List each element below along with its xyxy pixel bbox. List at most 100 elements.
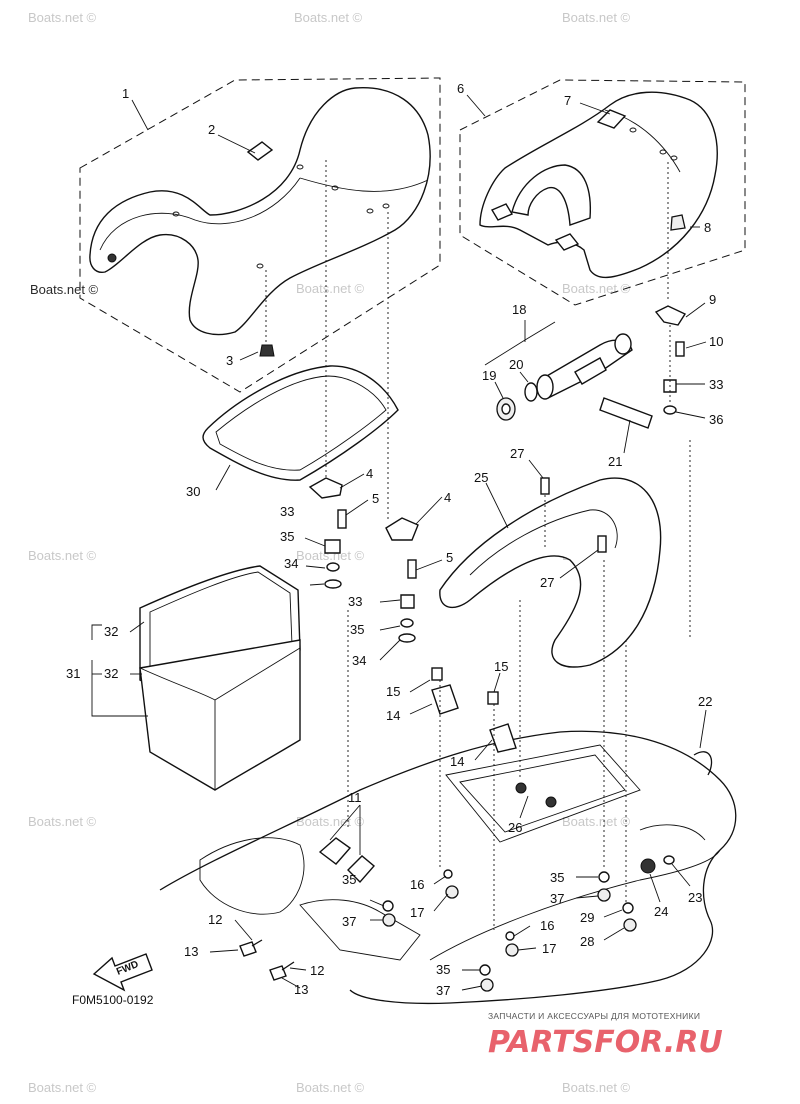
- callout-8: 8: [704, 220, 711, 235]
- rear-seat-strap: [596, 109, 627, 129]
- part-37-nut-right: [597, 888, 611, 902]
- hose-inlet: [536, 374, 554, 400]
- callout-33-left: 33: [280, 504, 294, 519]
- watermark: Boats.net ©: [562, 1080, 631, 1095]
- part-4-bracket-left: [308, 477, 343, 499]
- watermark: Boats.net ©: [28, 814, 97, 829]
- seat-hole: [331, 185, 339, 191]
- seat-hole: [296, 164, 304, 170]
- hose-clamp: [574, 357, 607, 385]
- callout-32-bottom: 32: [104, 666, 118, 681]
- callout-5-left: 5: [372, 491, 379, 506]
- part-28-nut: [623, 918, 637, 932]
- callout-17-right: 17: [542, 941, 556, 956]
- watermark: Boats.net ©: [296, 281, 365, 296]
- callout-33-right: 33: [348, 594, 362, 609]
- hull-edge: [429, 849, 721, 961]
- part-5-bolt-right: [407, 559, 417, 579]
- front-seat-crease: [99, 177, 301, 251]
- front-seat-crease: [299, 177, 429, 192]
- callout-20: 20: [509, 357, 523, 372]
- hull-opening: [445, 744, 641, 843]
- callout-12-left: 12: [208, 912, 222, 927]
- seat-hole: [256, 263, 264, 269]
- part-20-ring: [524, 382, 538, 402]
- callout-26: 26: [508, 820, 522, 835]
- part-33-nut-left: [324, 539, 341, 554]
- front-seat-knob: [107, 253, 117, 263]
- gasket-inner: [215, 375, 387, 471]
- watermark: Boats.net ©: [294, 10, 363, 25]
- callout-6: 6: [457, 81, 464, 96]
- seat-hole: [382, 203, 390, 209]
- hull-opening-inner: [459, 754, 626, 833]
- rear-seat-tab: [490, 203, 514, 221]
- part-34-washer-left: [324, 579, 342, 589]
- part-13-nut-right: [269, 965, 287, 981]
- callout-35-right-lower: 35: [550, 870, 564, 885]
- hose-assembly: [496, 333, 633, 421]
- part-15-bolt-right: [487, 691, 499, 705]
- part-27-bolt-right: [597, 535, 607, 553]
- callout-17-left: 17: [410, 905, 424, 920]
- watermark: Boats.net ©: [28, 1080, 97, 1095]
- rear-seat-assembly: [459, 79, 746, 306]
- part-17-nut-left: [445, 885, 459, 899]
- hull-edge: [639, 824, 706, 841]
- callout-5-right: 5: [446, 550, 453, 565]
- watermark: Boats.net ©: [296, 814, 365, 829]
- callout-7: 7: [564, 93, 571, 108]
- watermark: Boats.net ©: [296, 1080, 365, 1095]
- part-35-washer-lower: [382, 900, 394, 912]
- part-34-washer-right: [398, 633, 416, 643]
- storage-box: [139, 565, 301, 791]
- callout-30: 30: [186, 484, 200, 499]
- fwd-arrow: FWD: [92, 953, 153, 992]
- part-37-nut-lower: [382, 913, 396, 927]
- hull-hardware: [239, 667, 713, 992]
- part-8-damper: [670, 214, 686, 231]
- part-14-mount-right: [489, 723, 517, 753]
- part-11-mount-left: [318, 837, 352, 865]
- leader-lines: [91, 94, 707, 991]
- part-4-bracket-right: [385, 517, 419, 541]
- part-24-nut: [640, 858, 656, 874]
- part-35-washer-right: [598, 871, 610, 883]
- callout-16-right: 16: [540, 918, 554, 933]
- callout-37-right: 37: [550, 891, 564, 906]
- part-35-washer-right: [400, 618, 414, 628]
- watermark: Boats.net ©: [562, 10, 631, 25]
- part-13-nut-left: [239, 941, 257, 957]
- callout-14-right: 14: [450, 754, 464, 769]
- diagram-code: F0M5100-0192: [72, 993, 154, 1007]
- hull-deck: [159, 730, 737, 1005]
- part-21-bracket: [599, 397, 653, 429]
- latch-parts: [654, 305, 687, 415]
- left-latch-parts: [308, 477, 347, 589]
- callout-31: 31: [66, 666, 80, 681]
- part-35-washer-bottom: [479, 964, 491, 976]
- callout-14-left: 14: [386, 708, 400, 723]
- callout-27-top: 27: [510, 446, 524, 461]
- seat-hole: [172, 211, 180, 217]
- part-17-nut-right: [505, 943, 519, 957]
- rear-seat-handle-opening: [511, 164, 592, 226]
- part-30-gasket: [202, 365, 399, 481]
- callout-4-right: 4: [444, 490, 451, 505]
- callout-3: 3: [226, 353, 233, 368]
- callout-33-latch: 33: [709, 377, 723, 392]
- callout-2: 2: [208, 122, 215, 137]
- callout-35-left: 35: [280, 529, 294, 544]
- callout-35-lower: 35: [342, 872, 356, 887]
- front-seat-assembly: [79, 77, 441, 393]
- callout-34-left: 34: [284, 556, 298, 571]
- part-29-washer: [622, 902, 634, 914]
- right-latch-parts: [385, 517, 419, 643]
- part-23-washer: [663, 855, 675, 865]
- callout-15-left: 15: [386, 684, 400, 699]
- front-seat-boundary: [79, 77, 441, 393]
- tray-edge: [469, 509, 618, 576]
- callout-27-bottom: 27: [540, 575, 554, 590]
- part-26-screw-a: [515, 782, 527, 794]
